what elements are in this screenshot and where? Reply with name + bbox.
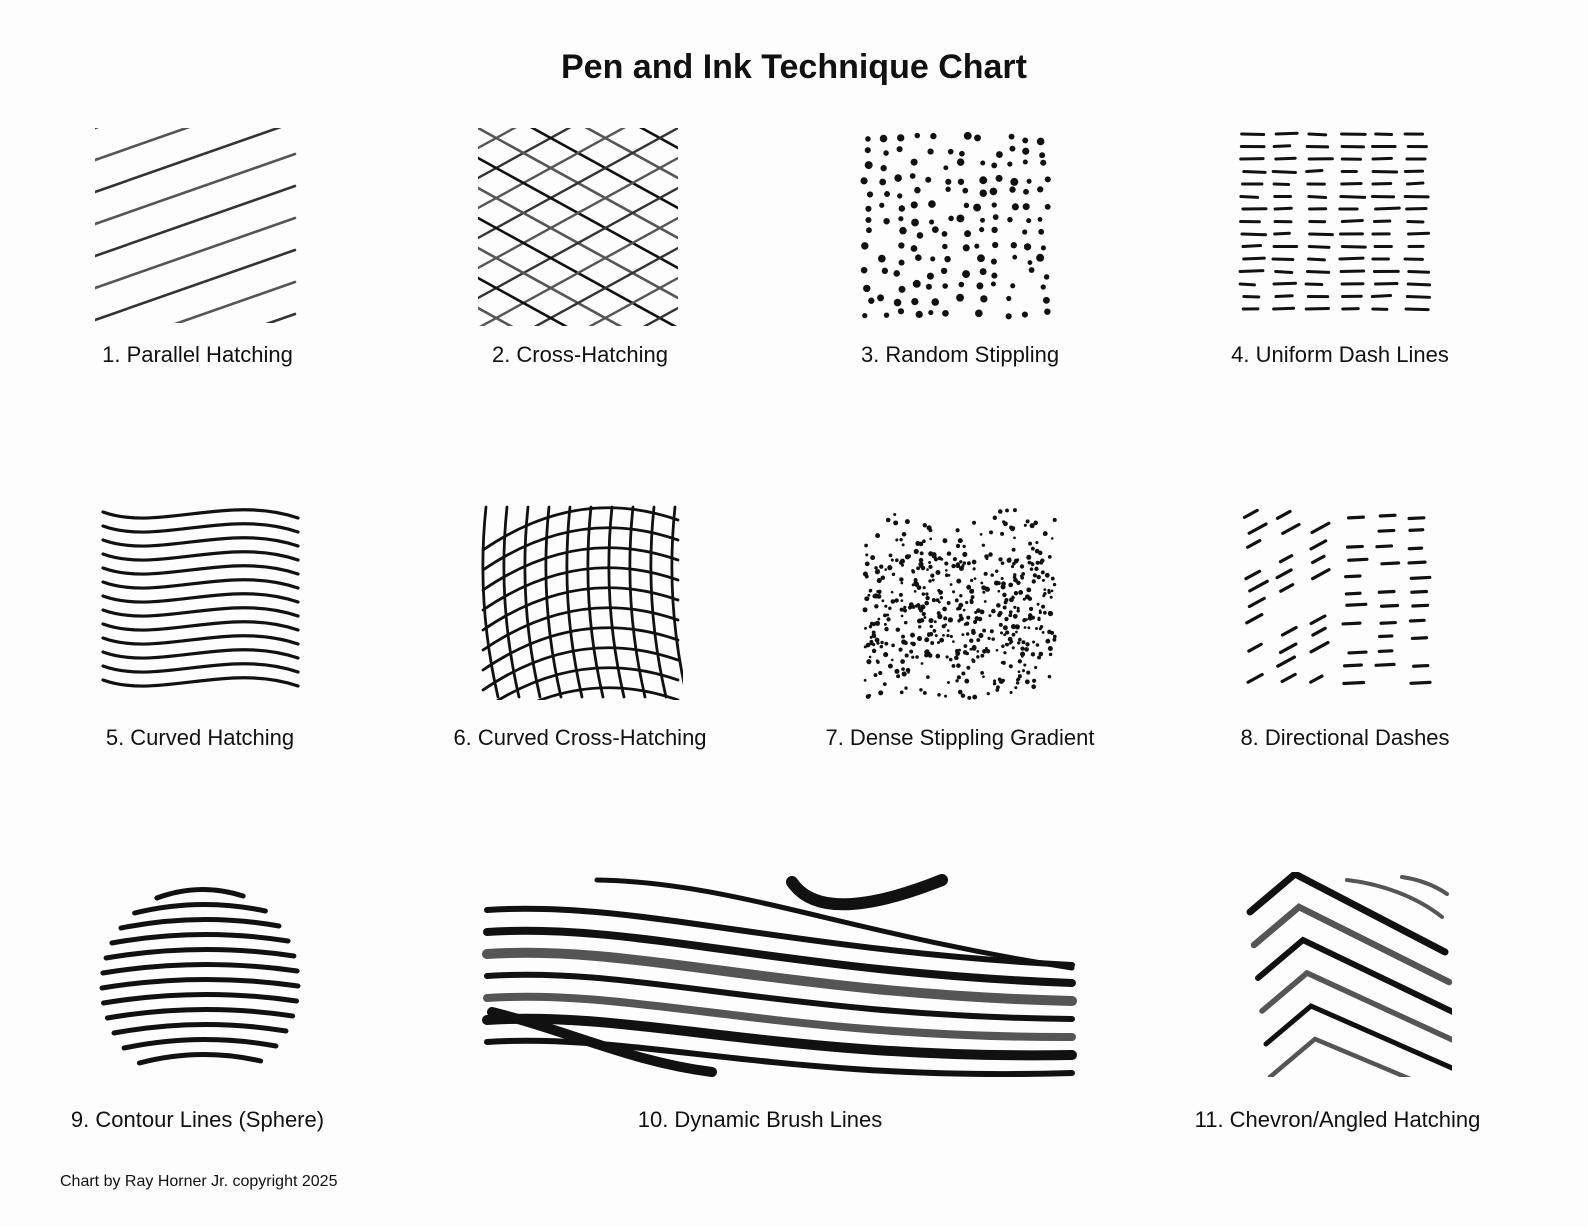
caption-uniform-dash-lines: 4. Uniform Dash Lines (1231, 342, 1449, 367)
caption-curved-hatching: 5. Curved Hatching (105, 725, 295, 750)
caption-parallel-hatching: 1. Parallel Hatching (102, 342, 293, 367)
swatch-chevron-angled-hatching (1242, 872, 1452, 1077)
caption-directional-dashes: 8. Directional Dashes (1240, 725, 1450, 750)
swatch-contour-lines-sphere (95, 880, 305, 1080)
caption-dynamic-brush-lines: 10. Dynamic Brush Lines (637, 1107, 883, 1132)
caption-cross-hatching: 2. Cross-Hatching (491, 342, 669, 367)
caption-chevron-angled-hatching: 11. Chevron/Angled Hatching (1194, 1107, 1481, 1132)
footer-credit: Chart by Ray Horner Jr. copyright 2025 (60, 1173, 338, 1190)
swatch-curved-cross-hatching (478, 502, 683, 700)
swatch-cross-hatching (478, 128, 678, 326)
caption-curved-cross-hatching: 6. Curved Cross-Hatching (453, 725, 707, 750)
swatch-dynamic-brush-lines (482, 872, 1077, 1077)
caption-dense-stippling-gradient: 7. Dense Stippling Gradient (825, 725, 1095, 750)
swatch-uniform-dash-lines (1235, 128, 1440, 323)
swatch-random-stippling (858, 130, 1053, 322)
chart-title: Pen and Ink Technique Chart (561, 48, 1027, 86)
caption-contour-lines-sphere: 9. Contour Lines (Sphere) (70, 1107, 325, 1132)
caption-random-stippling: 3. Random Stippling (860, 342, 1060, 367)
swatch-directional-dashes (1240, 505, 1445, 700)
swatch-dense-stippling-gradient (862, 508, 1057, 700)
swatch-parallel-hatching (95, 128, 300, 323)
swatch-curved-hatching (98, 502, 303, 697)
